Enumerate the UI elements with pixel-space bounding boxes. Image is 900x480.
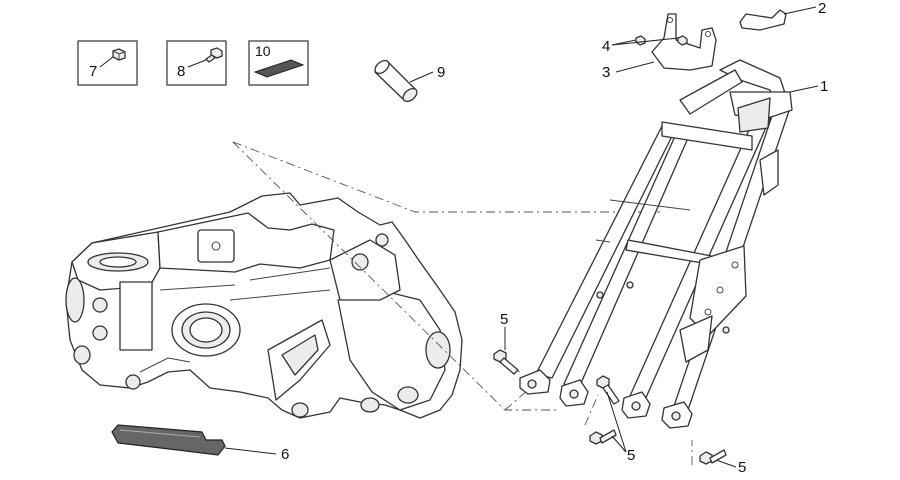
spacer-tube-part: 9 [374, 59, 445, 103]
callout-1: 1 [820, 78, 828, 95]
lower-bracket-part: 6 [111, 424, 289, 463]
part-box-8: 8 [166, 40, 227, 86]
callout-6: 6 [281, 446, 289, 463]
callout-5-left: 5 [500, 311, 508, 328]
bolt-group-right: 5 [699, 449, 746, 476]
adhesive-pad-icon [253, 59, 305, 78]
part-box-7: 7 [77, 40, 138, 86]
bolt-group-center: 5 [589, 375, 635, 464]
mounting-bracket-part: 4 3 [602, 13, 717, 81]
top-clamp-part: 2 [739, 0, 826, 31]
main-frame-part [65, 192, 463, 419]
bolt-icon [205, 47, 223, 63]
callout-10: 10 [255, 43, 271, 59]
callout-2: 2 [818, 0, 826, 17]
callout-5-center: 5 [627, 447, 635, 464]
callout-8: 8 [177, 63, 185, 80]
nut-icon [112, 48, 126, 61]
bolt-group-left: 5 [493, 311, 519, 375]
callout-4: 4 [602, 38, 610, 55]
callout-9: 9 [437, 64, 445, 81]
callout-7: 7 [89, 63, 97, 80]
callout-5-right: 5 [738, 459, 746, 476]
callout-3: 3 [602, 64, 610, 81]
part-box-10: 10 [248, 40, 309, 86]
rear-subframe-part: 1 [519, 59, 828, 429]
